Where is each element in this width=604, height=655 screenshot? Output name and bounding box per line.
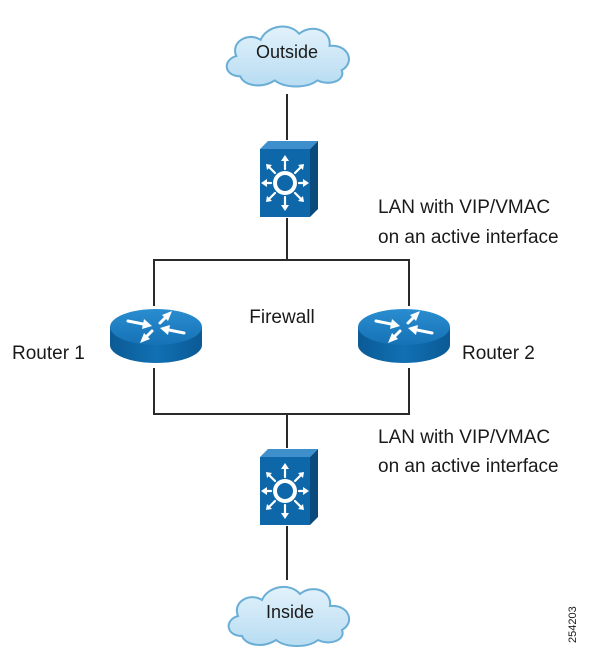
firewall-label: Firewall: [249, 307, 314, 328]
lan-bottom-label-line1: LAN with VIP/VMAC: [378, 427, 550, 448]
lan-bottom-segment: [153, 368, 410, 415]
lan-top-label-line2: on an active interface: [378, 227, 559, 248]
router-2-icon: [356, 307, 452, 365]
cloud-inside-label: Inside: [266, 602, 314, 622]
links: [153, 94, 410, 580]
figure-id: 254203: [567, 606, 579, 643]
lan-top-label-line1: LAN with VIP/VMAC: [378, 197, 550, 218]
lan-bottom-label-line2: on an active interface: [378, 456, 559, 477]
switch-bottom-icon: [260, 448, 318, 526]
switch-top-icon: [260, 140, 318, 218]
router-1-label: Router 1: [12, 343, 85, 364]
cloud-inside: Inside: [227, 585, 351, 648]
cloud-outside-label: Outside: [256, 42, 318, 62]
router-2-label: Router 2: [462, 343, 535, 364]
router-1-icon: [108, 307, 204, 365]
lan-top-segment: [153, 259, 410, 306]
cloud-outside: Outside: [225, 25, 351, 88]
